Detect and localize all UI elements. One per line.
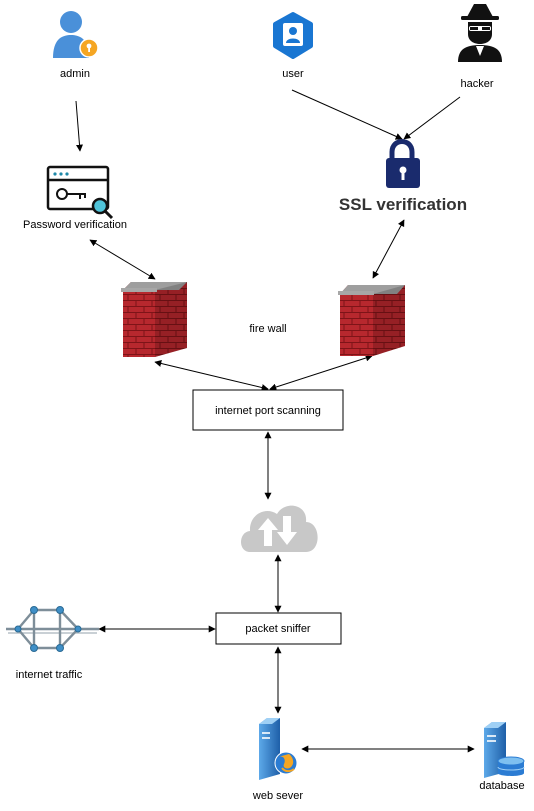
edge-firewall-right-portscan [269, 354, 373, 391]
firewall-brick-icon [338, 285, 405, 356]
firewall-right [338, 285, 405, 356]
password-key-search-icon [46, 165, 114, 220]
edges [75, 89, 475, 753]
database-server-icon [484, 722, 525, 778]
network-mesh-icon [6, 606, 99, 652]
password-verification-label: Password verification [23, 219, 127, 231]
database-node: database [479, 722, 525, 792]
port-scanning-label: internet port scanning [215, 405, 321, 417]
web-server-node: web sever [252, 718, 303, 802]
edge-ssl-firewall-right [372, 219, 405, 279]
hacker-node: hacker [458, 4, 502, 90]
firewall-left [121, 282, 187, 357]
port-scanning-box [192, 389, 344, 431]
internet-traffic-label: internet traffic [16, 669, 83, 681]
web-server-label: web sever [252, 790, 303, 802]
hacker-icon [458, 4, 502, 62]
packet-sniffer-box [215, 612, 342, 645]
edge-hacker-to-ssl [403, 96, 461, 140]
cloud-upload-download-icon [241, 505, 318, 552]
ssl-verification-label: SSL verification [339, 195, 467, 214]
admin-user-icon [53, 11, 99, 58]
padlock-icon [386, 139, 420, 188]
cloud-node [241, 505, 318, 552]
edge-password-firewall-left [89, 239, 156, 280]
user-badge-icon [273, 12, 313, 59]
port-scanning-node: internet port scanning [192, 389, 344, 431]
packet-sniffer-node: packet sniffer [215, 612, 342, 645]
user-label: user [282, 68, 304, 80]
user-node: user [273, 12, 313, 80]
firewall-brick-icon [121, 282, 187, 357]
web-server-icon [259, 718, 298, 780]
admin-label: admin [60, 68, 90, 80]
hacker-label: hacker [460, 78, 493, 90]
password-verification-node: Password verification [23, 165, 127, 231]
ssl-verification-node: SSL verification [339, 139, 467, 214]
firewall-label: fire wall [249, 323, 286, 335]
edge-user-to-ssl [291, 89, 403, 140]
internet-traffic-node: internet traffic [6, 606, 99, 681]
edge-firewall-left-portscan [154, 360, 269, 391]
admin-node: admin [53, 11, 99, 80]
database-label: database [479, 780, 524, 792]
edge-admin-to-password [75, 100, 83, 152]
packet-sniffer-label: packet sniffer [245, 623, 311, 635]
